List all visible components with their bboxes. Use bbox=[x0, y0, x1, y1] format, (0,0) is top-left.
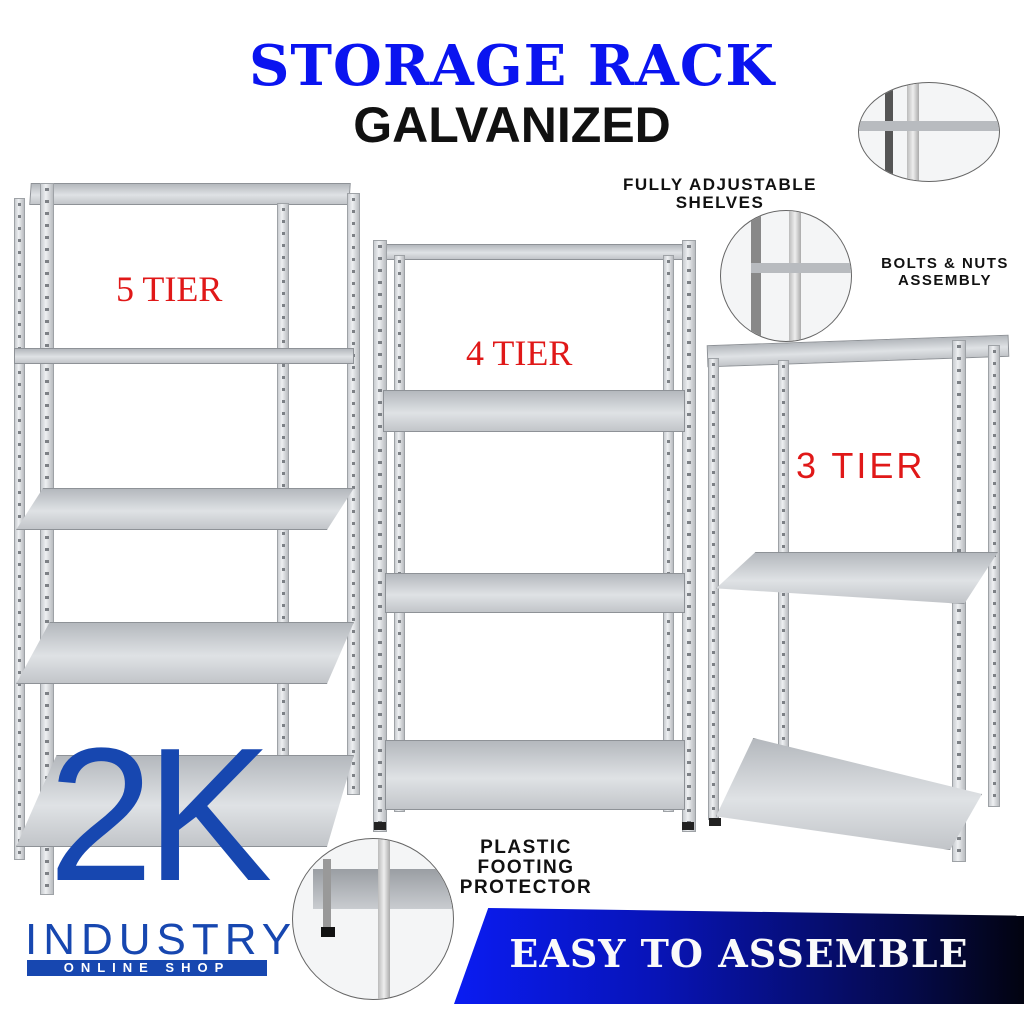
closeup-post bbox=[378, 839, 390, 999]
bolts-nuts-closeup bbox=[858, 82, 1000, 182]
rack-4-post-front-left bbox=[373, 240, 387, 832]
closeup-post bbox=[789, 211, 801, 341]
rack-4-shelf-2 bbox=[383, 390, 685, 432]
rack-4-shelf-4 bbox=[385, 740, 685, 810]
rack-3-foot-left bbox=[709, 818, 721, 826]
feature-bolts-line1: BOLTS & NUTS bbox=[881, 255, 1009, 272]
feature-plastic-footing: PLASTIC FOOTING PROTECTOR bbox=[446, 838, 606, 898]
rack-3-shelf-3 bbox=[716, 738, 982, 850]
closeup-foot bbox=[321, 927, 335, 937]
rack-4-shelf-3 bbox=[385, 573, 685, 613]
feature-footing-line3: PROTECTOR bbox=[459, 877, 593, 898]
closeup-beam bbox=[859, 121, 999, 131]
banner-text: EASY TO ASSEMBLE bbox=[509, 931, 969, 976]
rack-5-shelf-2 bbox=[14, 348, 354, 364]
closeup-post-left bbox=[323, 859, 331, 929]
adjustable-shelves-closeup bbox=[720, 210, 852, 342]
feature-bolts-nuts: BOLTS & NUTS ASSEMBLY bbox=[870, 255, 1020, 289]
logo-tagline: ONLINE SHOP bbox=[27, 960, 267, 976]
feature-adjustable-line2: SHELVES bbox=[675, 193, 765, 212]
closeup-corner-post bbox=[885, 83, 893, 181]
rack-4-post-back-left bbox=[394, 255, 405, 812]
closeup-post bbox=[751, 211, 761, 341]
page-subtitle: GALVANIZED bbox=[353, 97, 671, 153]
rack-5-shelf-4 bbox=[16, 622, 354, 684]
rack-3-shelf-2 bbox=[716, 552, 998, 604]
easy-assemble-banner bbox=[454, 908, 1024, 1004]
rack-5-top-shelf bbox=[29, 183, 351, 205]
plastic-footing-closeup bbox=[292, 838, 454, 1000]
rack-4-post-back-right bbox=[663, 255, 674, 812]
rack-5-shelf-5 bbox=[16, 755, 354, 847]
rack-3-post-front-left bbox=[708, 358, 719, 820]
tier-label-5: 5 TIER bbox=[116, 269, 223, 309]
rack-4-top-shelf bbox=[380, 244, 687, 260]
feature-adjustable-shelves: FULLY ADJUSTABLE SHELVES bbox=[600, 176, 840, 212]
page-title: STORAGE RACK bbox=[248, 33, 776, 99]
closeup-bracket bbox=[751, 263, 851, 273]
rack-4-foot-left bbox=[374, 822, 386, 830]
feature-bolts-line2: ASSEMBLY bbox=[898, 272, 992, 289]
logo-name: INDUSTRY bbox=[25, 915, 298, 964]
rack-3-post-back-right bbox=[988, 345, 1000, 807]
tier-label-3: 3 TIER bbox=[796, 445, 926, 486]
feature-footing-line2: FOOTING bbox=[477, 857, 575, 878]
feature-footing-line1: PLASTIC bbox=[480, 837, 572, 858]
feature-adjustable-line1: FULLY ADJUSTABLE bbox=[622, 175, 818, 194]
rack-4-foot-right bbox=[682, 822, 694, 830]
rack-4-post-front-right bbox=[682, 240, 696, 832]
rack-5-shelf-3 bbox=[16, 488, 354, 530]
tier-label-4: 4 TIER bbox=[466, 333, 573, 373]
logo-mark: 2K bbox=[48, 709, 272, 921]
closeup-corner-post bbox=[907, 83, 919, 181]
